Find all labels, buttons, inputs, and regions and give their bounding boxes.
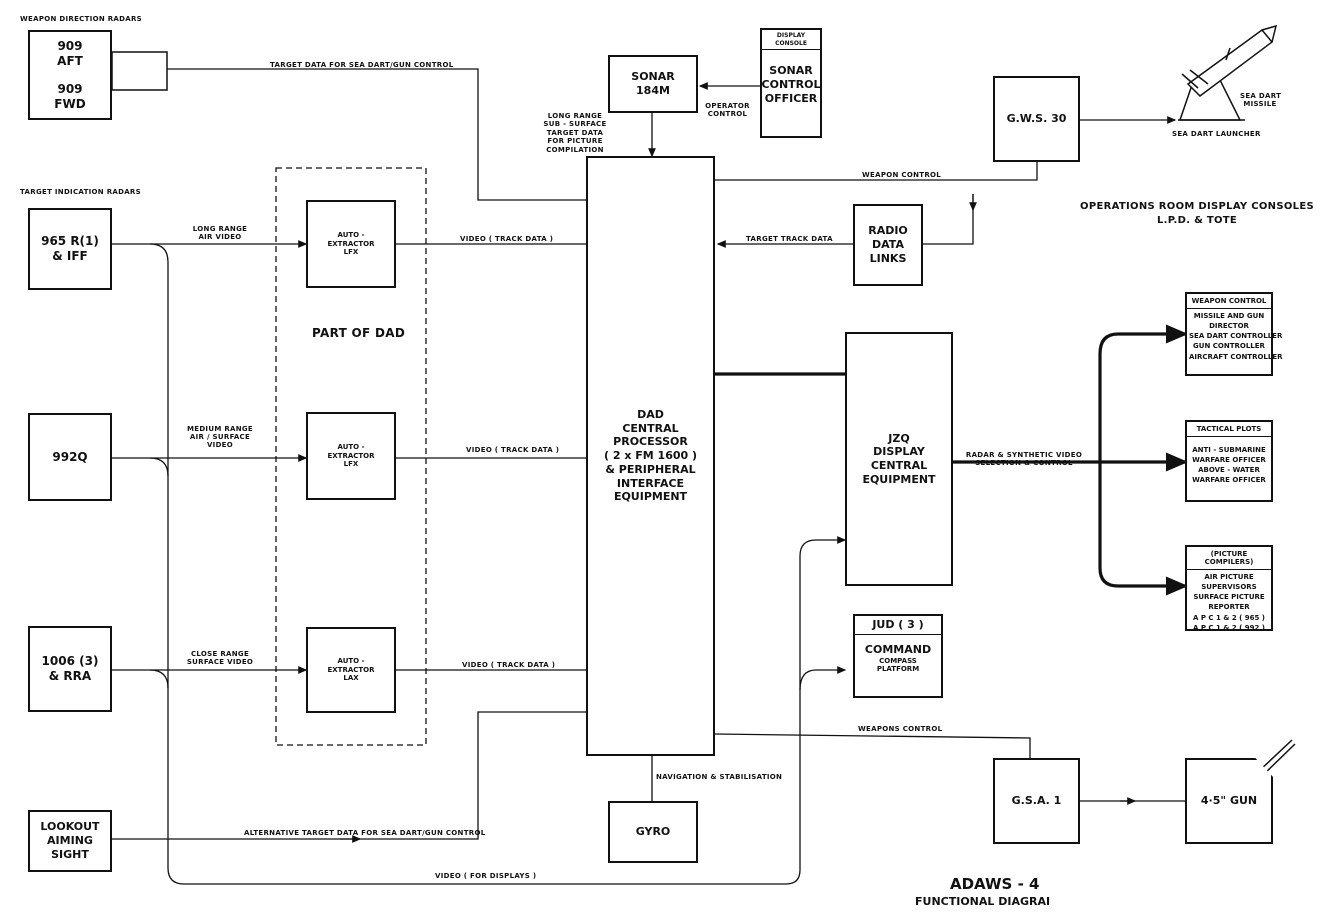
alternative-target-data-label: ALTERNATIVE TARGET DATA FOR SEA DART/GUN… bbox=[244, 829, 486, 837]
video-for-displays-label: VIDEO ( FOR DISPLAYS ) bbox=[435, 872, 537, 880]
diagram-title: ADAWS - 4 bbox=[950, 875, 1040, 893]
navigation-stabilisation-label: NAVIGATION & STABILISATION bbox=[656, 773, 783, 781]
video-track-label-3: VIDEO ( TRACK DATA ) bbox=[462, 661, 556, 669]
radar-992-box: 992Q bbox=[28, 413, 112, 501]
part-of-dad-label: PART OF DAD bbox=[312, 326, 406, 340]
sea-dart-launcher-icon bbox=[1178, 24, 1278, 121]
gun-4-5-box: 4·5" GUN bbox=[1185, 758, 1273, 844]
gyro-box: GYRO bbox=[608, 801, 698, 863]
video-track-label-2: VIDEO ( TRACK DATA ) bbox=[466, 446, 560, 454]
gun-barrel-icon bbox=[1257, 739, 1296, 777]
video-track-label-1: VIDEO ( TRACK DATA ) bbox=[460, 235, 554, 243]
target-data-sea-dart-label: TARGET DATA FOR SEA DART/GUN CONTROL bbox=[270, 61, 454, 69]
weapon-control-panel: WEAPON CONTROL MISSILE AND GUN DIRECTOR … bbox=[1185, 292, 1283, 376]
weapon-control-line-label: WEAPON CONTROL bbox=[862, 171, 942, 179]
jud-command-compass-box: JUD ( 3 ) COMMAND COMPASS PLATFORM bbox=[853, 614, 943, 698]
radar-965-box: 965 R(1)& IFF bbox=[28, 208, 112, 290]
weapons-control-line-label: WEAPONS CONTROL bbox=[858, 725, 943, 733]
target-track-data-label: TARGET TRACK DATA bbox=[746, 235, 833, 243]
diagram-subtitle: FUNCTIONAL DIAGRAI bbox=[915, 895, 1051, 908]
sea-dart-launcher-label: SEA DART LAUNCHER bbox=[1172, 130, 1261, 138]
gsa-1-box: G.S.A. 1 bbox=[993, 758, 1080, 844]
target-indication-radars-label: TARGET INDICATION RADARS bbox=[20, 188, 141, 196]
radar-1006-box: 1006 (3)& RRA bbox=[28, 626, 112, 712]
weapon-direction-radars-label: WEAPON DIRECTION RADARS bbox=[20, 15, 143, 23]
picture-compilers-panel: (PICTURE COMPILERS) AIR PICTURE SUPERVIS… bbox=[1185, 545, 1273, 632]
tactical-plots-panel: TACTICAL PLOTS ANTI - SUBMARINE WARFARE … bbox=[1185, 420, 1273, 502]
gws-30-box: G.W.S. 30 bbox=[993, 76, 1080, 162]
